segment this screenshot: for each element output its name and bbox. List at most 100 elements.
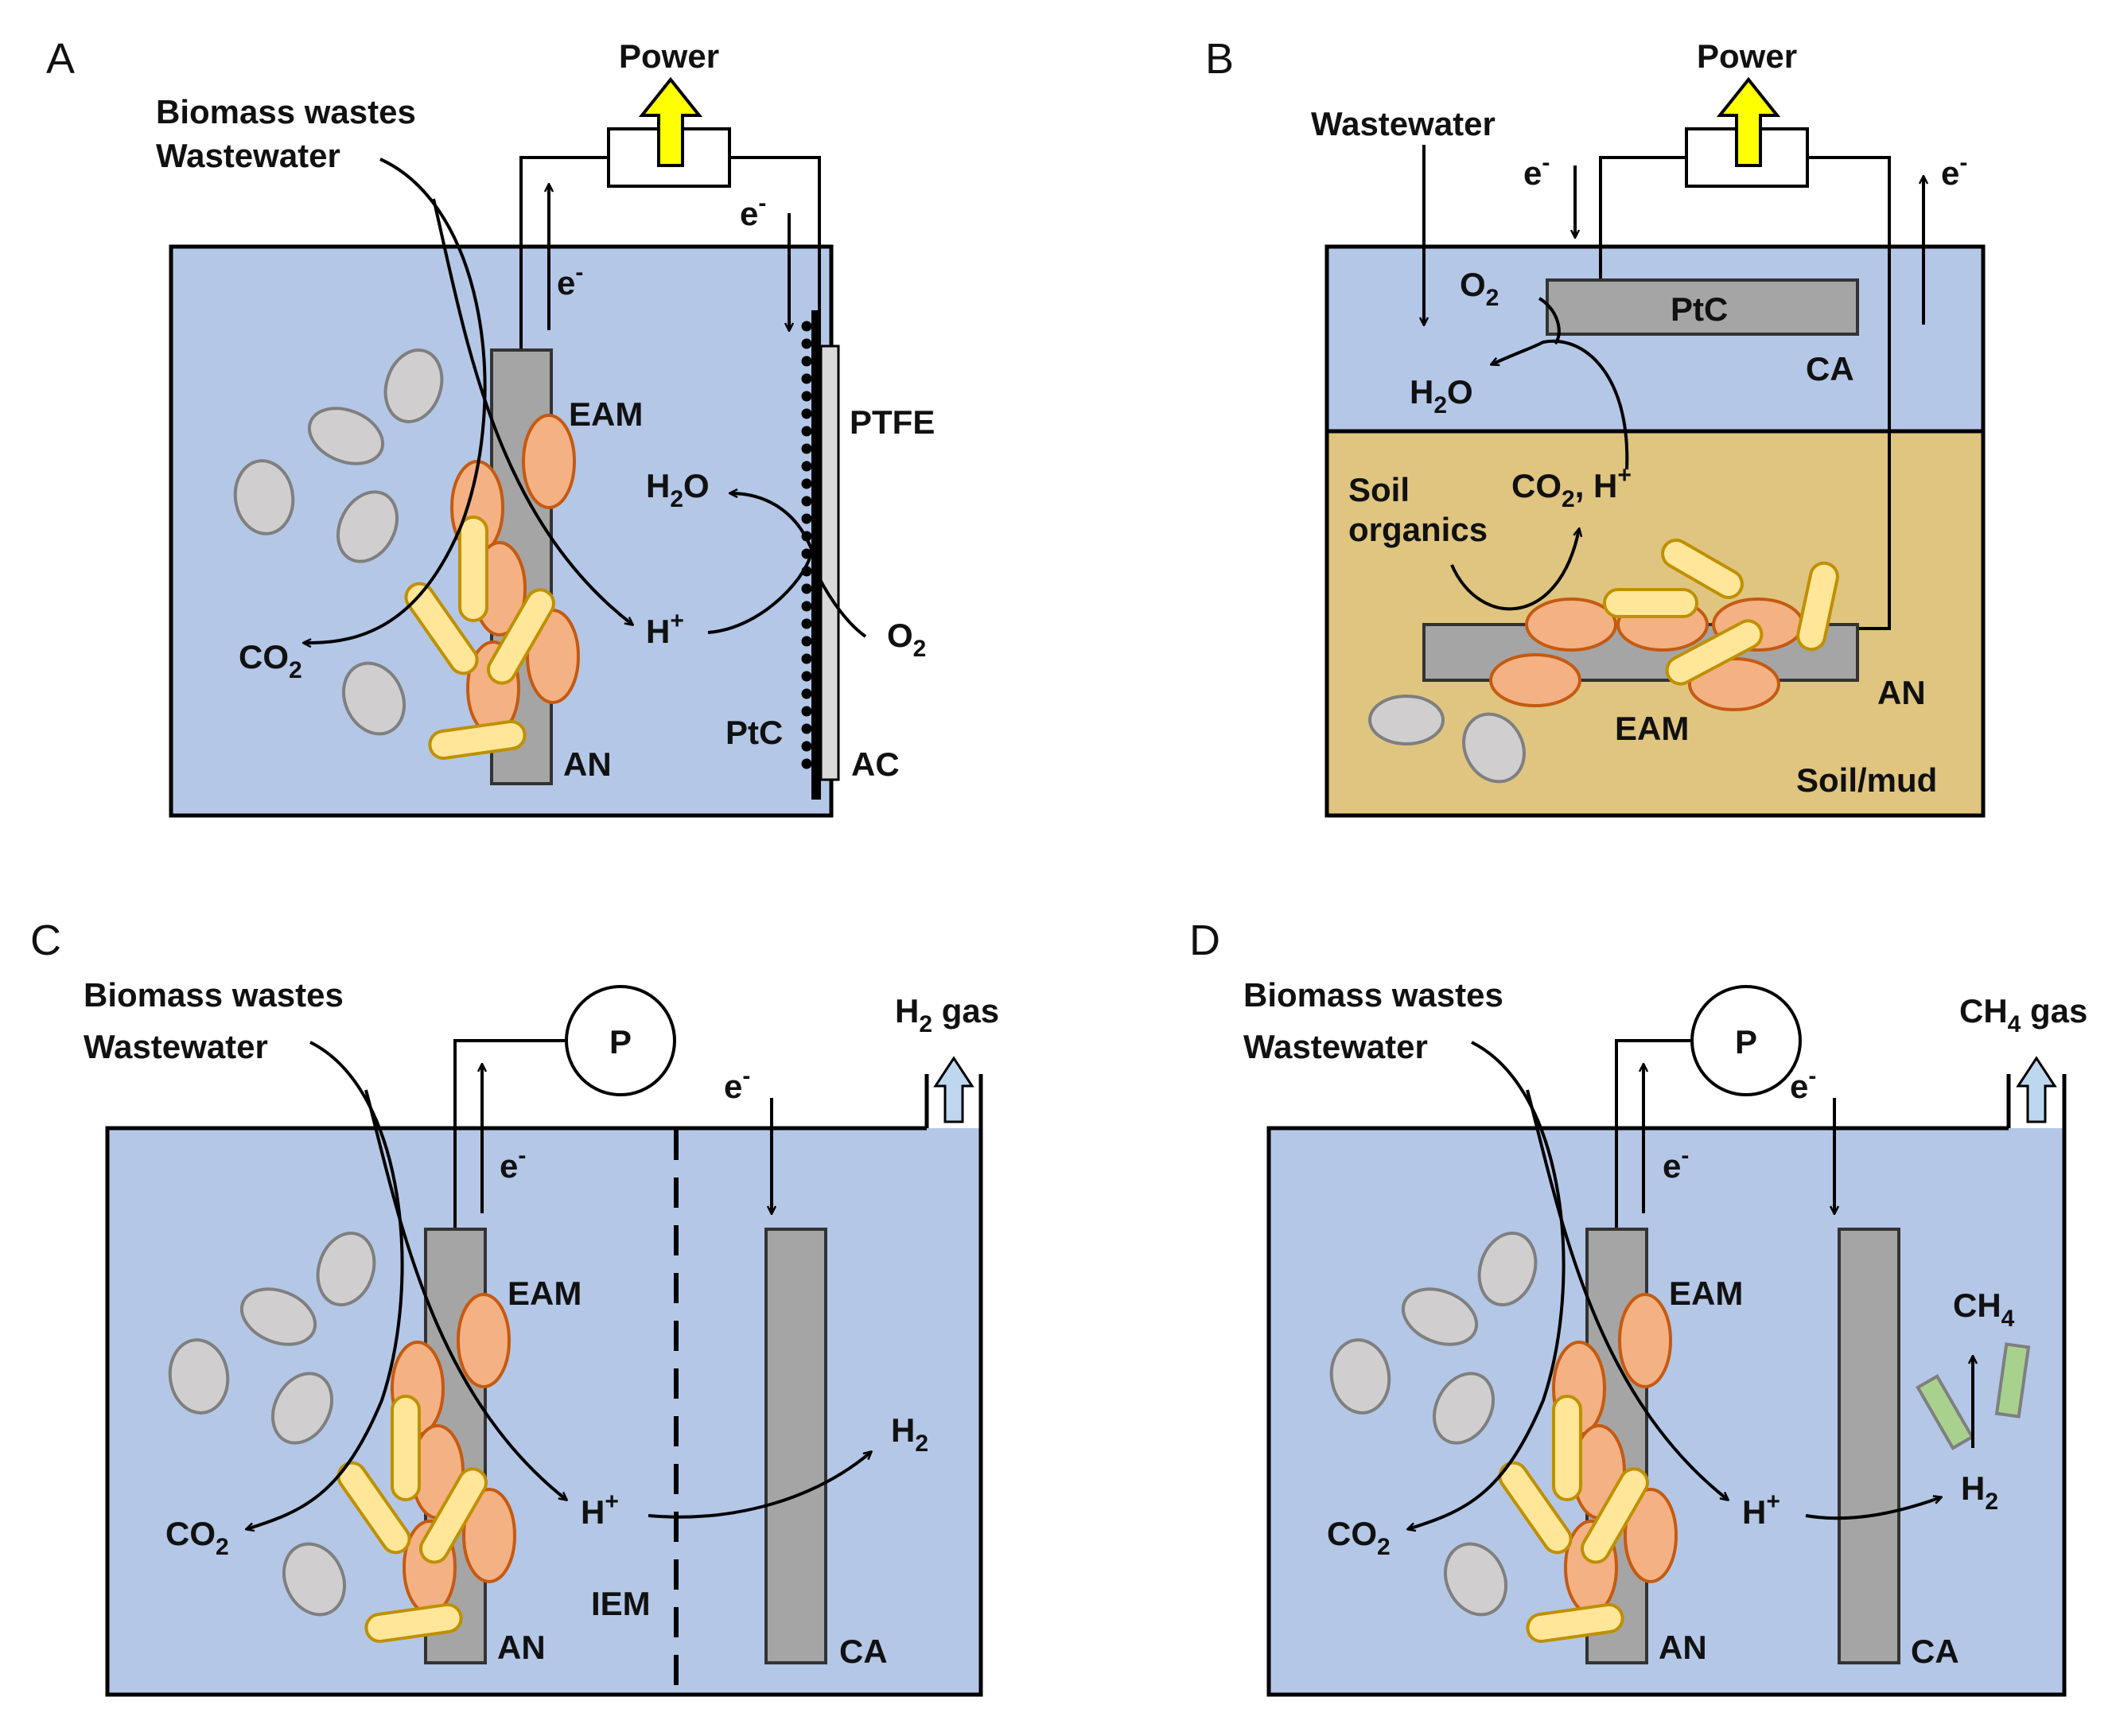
panel-c-co2-label: CO2 [165,1515,229,1560]
panel-a-power-label: Power [619,37,719,75]
panel-a-ptc-bump-24 [801,723,812,734]
panel-b-cathode [1546,278,1859,336]
panel-b-circuit-wire [1599,156,1891,630]
panel-d-electron-label-cathode: e- [1790,1063,1816,1105]
panel-a-h2o-label: H2O [646,467,710,512]
panel-c-microbes-eam [336,1293,516,1643]
panel-a-eam-rod-1 [458,516,488,622]
panel-b-water-layer [1324,244,1986,434]
panel-d-ch4-label: CH4 [1953,1286,2015,1332]
panel-b-wastewater-label: Wastewater [1311,105,1496,142]
panel-c-feed-label-1: Biomass wastes [84,976,344,1014]
panel-c-circuit-wire [453,1039,565,1229]
panel-c-eam-rod-3 [419,1467,488,1564]
panel-b-eam-label: EAM [1615,710,1689,747]
panel-d-feed-label-2: Wastewater [1243,1028,1428,1065]
panel-a-ptc-bump-16 [801,583,812,594]
panel-b-anode-label: AN [1877,674,1926,711]
panel-d-anode-label: AN [1659,1629,1707,1666]
panel-c-eam-oval-1 [457,1293,511,1388]
panel-d-tank-walls [1266,1074,2067,1697]
panel-b-letter: B [1205,35,1234,83]
panel-d-h2-arrow [1805,1497,1941,1520]
panel-a-h2o-arrow [707,493,814,634]
panel-b-h2o-label: H2O [1410,373,1473,418]
panel-a-eam-rod-3 [487,588,555,685]
panel-a-ptc-bump-18 [801,618,812,629]
panel-c-iem-label: IEM [591,1585,651,1622]
panel-d-eam-rod-3 [1581,1467,1649,1564]
panel-c-eam-oval-4 [462,1488,516,1583]
panel-a-cell-3 [233,459,295,535]
panel-d-electron-label-anode: e- [1663,1142,1689,1185]
panel-b-eam-rod-1 [1603,588,1698,618]
panel-a-microbes-eam [404,414,580,760]
panel-b-soil-mud-label: Soil/mud [1796,761,1937,799]
panel-b-power-label: Power [1697,37,1797,75]
panel-a-eam-rod-4 [428,720,527,760]
panel-a-ptc-bump-20 [801,653,812,664]
panel-b-eam-rod-3 [1796,561,1839,652]
panel-b-ca-label: CA [1806,350,1854,387]
panel-b-power-arrow [1716,76,1781,167]
panel-b-microbes-non-eam [1368,695,1526,784]
panel-d-cell-4 [1433,1372,1495,1445]
panel-a-ptc-label: PtC [725,714,783,751]
panel-d-h2-label: H2 [1961,1469,1998,1515]
panel-d-eam-rod-4 [1526,1603,1624,1643]
panel-d-potentiostat-label: P [1735,1023,1757,1061]
panel-b-microbes-eam [1489,539,1839,711]
panel-a: A Power Biomass wastes Wastewater e- e- … [46,35,935,818]
panel-c-eam-label: EAM [508,1275,582,1312]
panel-d-eam-oval-4 [1624,1488,1678,1583]
panel-a-cell-5 [342,661,406,736]
panel-b: B Power Wastewater e- e- O2 PtC H2O CA S… [1205,35,1986,818]
panel-b-ptc-label: PtC [1671,290,1728,328]
panel-b-o2-label: O2 [1460,266,1499,311]
panel-a-hplus-label: H+ [646,608,684,650]
panel-c-h2-label: H2 [891,1411,928,1457]
panel-d-potentiostat [1690,985,1802,1096]
panel-d-cell-3 [1329,1338,1391,1415]
panel-d-microbes-eam [1498,1293,1678,1643]
panel-a-ptc-bump-26 [801,758,812,769]
panel-a-ptc-bump-10 [801,478,812,489]
panel-c-cell-5 [282,1542,346,1617]
panel-a-anode-label: AN [563,745,612,783]
panel-a-ptc-bump-11 [801,496,812,507]
panel-d-methanogen-1 [1916,1374,1974,1450]
panel-b-cell-2 [1462,712,1526,784]
panel-a-cell-2 [307,407,385,465]
panel-b-co2-h-label: CO2, H+ [1511,462,1632,512]
panel-c-gas-arrow [933,1056,974,1123]
panel-a-feed-label-2: Wastewater [156,137,340,174]
panel-a-ptc-bump-17 [801,601,812,612]
panel-a-cell-4 [336,490,399,563]
panel-c-cell-4 [271,1372,333,1445]
panel-a-ptc-bump-4 [801,373,812,384]
panel-c-potentiostat-label: P [609,1023,632,1061]
panel-c-hplus-label: H+ [581,1489,619,1531]
panel-d: D P CH4 gas Biomass wastes Wastewater e-… [1189,917,2087,1697]
panel-b-cell-1 [1368,695,1445,745]
panel-d-gas-label: CH4 gas [1959,992,2087,1037]
panel-c-h2-arrow [648,1452,871,1519]
panel-c-letter: C [30,917,61,964]
panel-d-hplus-label: H+ [1742,1489,1780,1531]
panel-d-eam-oval-1 [1618,1293,1672,1388]
panel-d-eam-rod-1 [1552,1395,1582,1501]
panel-c-feed-label-2: Wastewater [84,1028,268,1065]
panel-a-air-cathode-ptfe [819,344,840,781]
panel-a-feed-arrow-h [432,198,632,625]
panel-a-ptc-bump-22 [801,688,812,699]
panel-c-cathode-label: CA [839,1633,888,1670]
panel-d-letter: D [1189,917,1220,964]
panel-a-ptc-bump-6 [801,408,812,419]
panel-d-gas-arrow [2016,1056,2057,1123]
panel-a-ptc-bump-25 [801,741,812,752]
panel-c-electron-label-anode: e- [500,1142,526,1185]
panel-a-electron-label-cathode: e- [740,190,766,232]
panel-a-ptc-bump-5 [801,391,812,402]
panel-b-soil-organics-label-2: organics [1348,511,1488,548]
